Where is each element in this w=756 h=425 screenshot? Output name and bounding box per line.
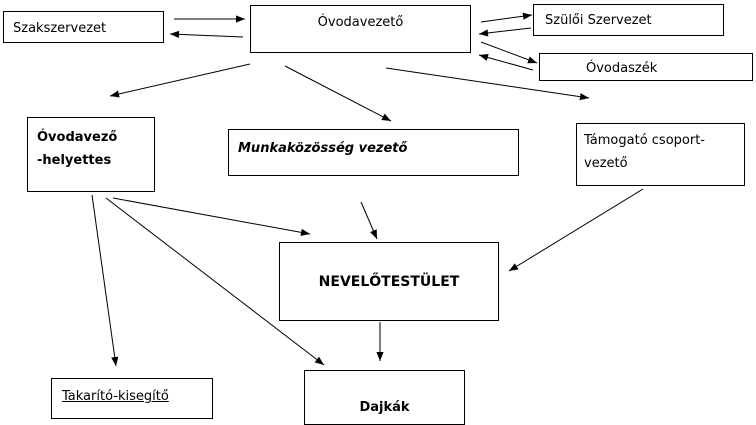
node-ovodaszek-label: Óvodaszék: [586, 61, 658, 76]
node-szuloi-szervezet: Szülői Szervezet: [533, 4, 724, 36]
node-munkakozosseg-label: Munkaközösség vezető: [238, 141, 408, 156]
arrow-ovszek-to-ovez: [478, 53, 534, 71]
arrow-szak-to-ovez: [174, 15, 245, 23]
arrow-ovez-to-ovszek: [480, 41, 538, 64]
node-tamogato-line1: Támogató csoport-: [584, 133, 705, 148]
node-tamogato-line2: vezető: [584, 156, 628, 171]
arrow-ovez-to-szuloi: [480, 12, 533, 23]
arrow-tamogato-to-nevelo: [508, 188, 644, 272]
arrow-helyettes-to-nevelo: [112, 197, 311, 236]
arrow-helyettes-to-takarito: [91, 194, 119, 367]
node-munkakozosseg-vezeto: Munkaközösség vezető: [228, 129, 519, 176]
arrow-ovez-to-tamogato: [385, 67, 590, 101]
node-ovodaszek: Óvodaszék: [539, 53, 753, 81]
node-takarito-label: Takarító-kisegítő: [62, 389, 169, 404]
node-szakszervezet: Szakszervezet: [3, 11, 164, 43]
node-szakszervezet-label: Szakszervezet: [13, 21, 107, 36]
node-helyettes-line2: -helyettes: [37, 153, 112, 168]
arrow-nevelo-to-dajkak: [376, 322, 384, 361]
node-takarito-kisegito: Takarító-kisegítő: [51, 378, 213, 419]
node-nevelotestulet: NEVELŐTESTÜLET: [279, 242, 499, 321]
node-tamogato-csoportvezeto: Támogató csoport- vezető: [576, 123, 745, 186]
arrow-ovez-to-szak: [169, 30, 244, 38]
node-helyettes-line1: Óvodavező: [37, 130, 118, 145]
node-nevelotestulet-label: NEVELŐTESTÜLET: [318, 274, 460, 290]
node-dajkak-label: Dajkák: [359, 400, 410, 415]
node-szuloi-szervezet-label: Szülői Szervezet: [545, 13, 652, 28]
arrow-szuloi-to-ovez: [478, 27, 532, 37]
arrow-helyettes-to-dajkak: [105, 197, 325, 366]
node-ovodavezeto-label: Óvodavezető: [317, 15, 404, 30]
arrow-ovez-to-helyettes: [109, 63, 251, 98]
node-ovodavezeto-helyettes: Óvodavező -helyettes: [27, 117, 155, 192]
node-dajkak: Dajkák: [304, 370, 465, 425]
arrow-ovez-to-munka: [284, 65, 392, 122]
node-ovodavezeto: Óvodavezető: [250, 5, 471, 53]
arrow-munka-to-nevelo: [360, 201, 378, 240]
